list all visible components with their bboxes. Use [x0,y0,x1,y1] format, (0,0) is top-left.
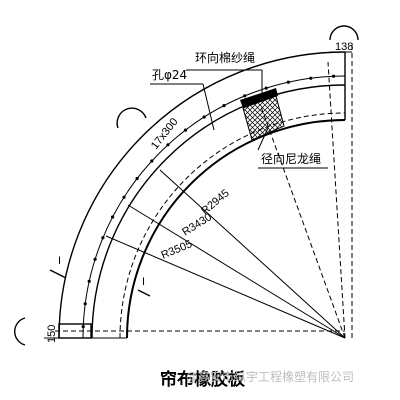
hole-dot [183,128,188,132]
hole-dot [111,215,115,219]
leader-nylon-rope [257,127,269,151]
cotton-rope-band [240,88,278,108]
hole-dot [81,325,85,329]
radius-line-vertical [327,61,346,339]
hole-dot [93,257,97,261]
svg-text:I: I [142,276,145,288]
section-arc-bottom-left [14,317,26,346]
hole-dot [166,143,170,147]
radius-line-r3430 [127,204,346,339]
radius-line-diagonal [259,103,346,339]
hole-dot [243,94,247,98]
mid-arc [91,84,346,339]
label-top-dim: 138 [335,41,353,53]
inner-dashed-arc [119,112,346,339]
label-hole-spacing: 17x300 [149,116,181,152]
label-r3430: R3430 [180,211,214,238]
hole-line-arc [82,75,346,339]
hole-dot [222,104,226,108]
hole-dot [101,236,105,240]
hole-dot [135,176,139,181]
hole-dot [309,76,313,80]
inner-edge-arc [126,119,346,339]
outer-edge-arc [58,51,346,339]
hole-dot [286,80,290,84]
hole-dot [122,195,126,199]
section-mark-left: I [49,255,67,279]
label-left-dim: 150 [46,325,58,343]
hole-dot [332,74,336,78]
diagram-title: 帘布橡胶板 [160,369,246,390]
hole-dot [202,115,206,119]
hole-dot [87,279,91,283]
label-r3505: R3505 [159,238,194,262]
radius-line-r3505 [105,235,346,339]
label-radial-nylon-rope: 径向尼龙绳 [261,151,321,166]
section-arc-left [116,107,147,129]
leader-hole [202,83,215,131]
hole-dot [264,86,268,90]
label-ring-cotton-rope: 环向棉纱绳 [195,50,255,65]
radius-line-r2945 [159,169,346,339]
svg-text:I: I [58,255,61,267]
section-arc-top-right [329,25,359,41]
hole-dots [81,74,336,329]
hole-dot [150,159,154,163]
watermark: @高安市纵宇工程橡塑有限公司 [186,369,354,384]
label-hole: 孔φ24 [152,68,187,82]
section-mark-inner: I [137,276,151,297]
hole-dot [83,302,87,306]
bottom-left-tab [58,323,92,339]
